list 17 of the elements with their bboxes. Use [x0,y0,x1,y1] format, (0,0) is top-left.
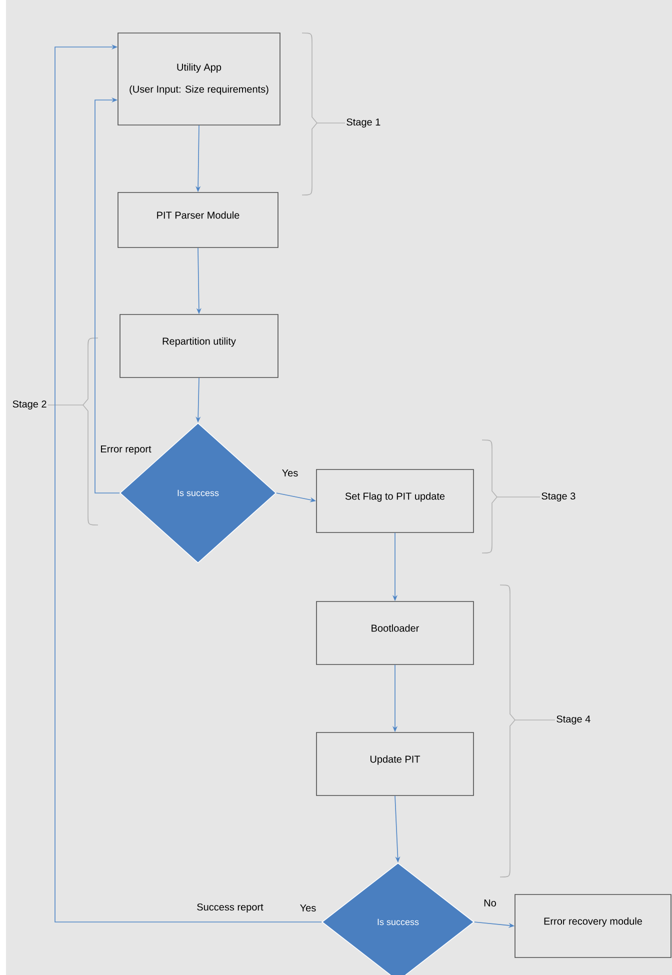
process-box: Error recovery module [514,894,672,958]
process-box: Set Flag to PIT update [316,469,474,533]
stage-label: Stage 4 [556,715,590,725]
process-box: Bootloader [316,601,474,665]
stage-label: Stage 2 [12,400,46,410]
branch-label: Yes [298,904,318,912]
process-box: Update PIT [316,732,474,796]
edge-label: Success report [197,903,264,913]
arrow [54,44,322,922]
stage-label: Stage 1 [346,118,380,128]
arrow [94,97,120,494]
process-box: PIT Parser Module [118,192,278,248]
edge-label: No [484,900,496,906]
process-box: Utility App (User Input: Size requirements) [118,32,280,126]
process-box: Repartition utility [120,314,278,378]
edge-label: Yes [282,470,298,476]
stage-label: Stage 3 [542,492,576,502]
